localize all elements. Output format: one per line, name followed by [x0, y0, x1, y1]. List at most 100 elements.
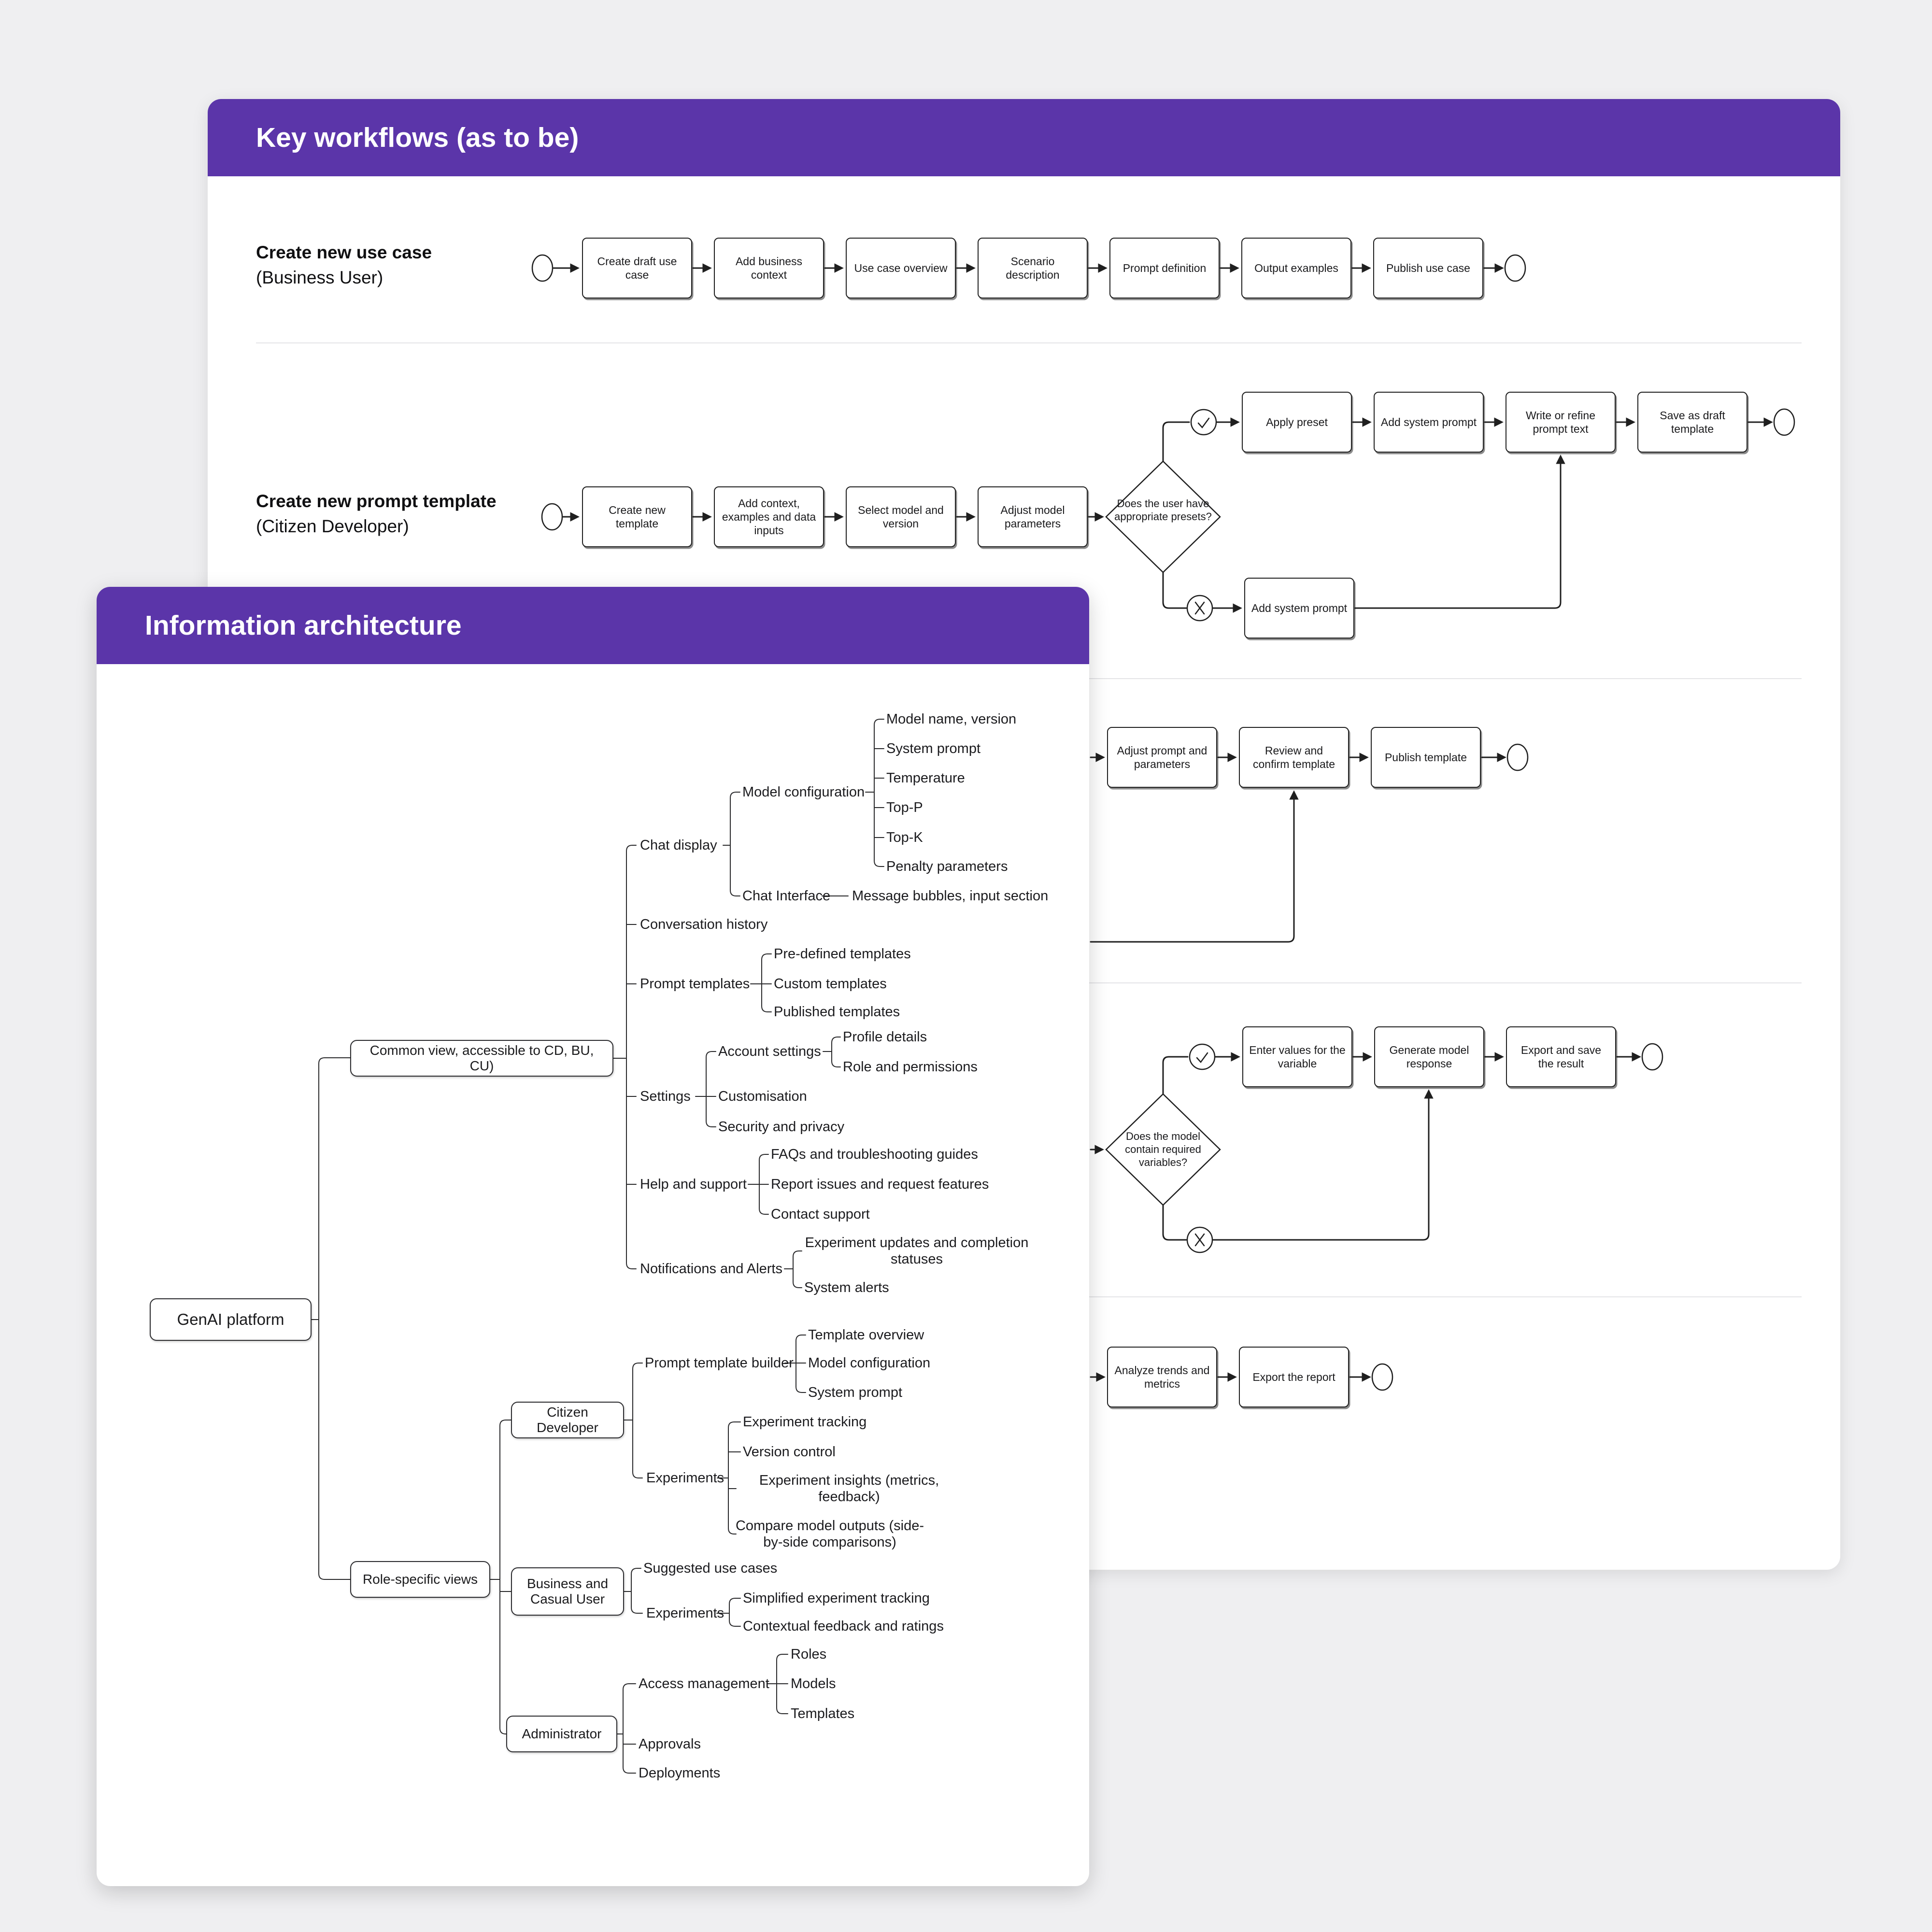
ia-leaf-system-alerts: System alerts [804, 1280, 889, 1295]
ia-leaf-contact-support: Contact support [771, 1207, 870, 1222]
ia-leaf-suggested-use-cases: Suggested use cases [643, 1561, 778, 1576]
workflow-step: Analyze trends and metrics [1107, 1347, 1217, 1407]
workflow-step: Adjust model parameters [978, 486, 1088, 547]
ia-leaf-message-bubbles: Message bubbles, input section [852, 888, 1049, 904]
decision-diamond [1105, 460, 1221, 573]
workflow-step: Publish template [1371, 727, 1481, 788]
row-label-prompt-template: Create new prompt template (Citizen Deve… [256, 489, 497, 539]
ia-leaf-faqs: FAQs and troubleshooting guides [771, 1147, 978, 1162]
row-label-title: Create new use case [256, 242, 432, 262]
workflow-step: Publish use case [1373, 238, 1483, 298]
check-icon [1190, 409, 1217, 436]
workflow-step: Select model and version [846, 486, 956, 547]
information-architecture-header: Information architecture [97, 587, 1089, 664]
tree-node-role-specific: Role-specific views [350, 1561, 490, 1598]
ia-leaf-security-privacy: Security and privacy [718, 1119, 845, 1135]
ia-leaf-top-p: Top-P [886, 800, 923, 815]
ia-leaf-conversation-history: Conversation history [640, 917, 768, 932]
ia-leaf-published-templates: Published templates [774, 1004, 900, 1020]
workflow-step: Create new template [582, 486, 692, 547]
tree-node-citizen-developer: Citizen Developer [511, 1402, 624, 1438]
ia-leaf-chat-interface: Chat Interface [742, 888, 831, 904]
workflow-step: Enter values for the variable [1242, 1026, 1352, 1087]
tree-node-root: GenAI platform [150, 1298, 312, 1341]
check-icon [1189, 1043, 1216, 1070]
start-event-icon [541, 503, 563, 531]
ia-leaf-compare-outputs: Compare model outputs (side-by-side comp… [735, 1518, 924, 1550]
ia-leaf-help-support: Help and support [640, 1177, 747, 1192]
ia-leaf-temperature: Temperature [886, 770, 965, 786]
workflow-step: Prompt definition [1109, 238, 1220, 298]
decision-diamond [1105, 1093, 1221, 1206]
ia-leaf-custom-templates: Custom templates [774, 976, 887, 992]
end-event-icon [1773, 408, 1795, 436]
start-event-icon [531, 254, 554, 282]
ia-leaf-roles: Roles [791, 1647, 827, 1662]
row-label-title: Create new prompt template [256, 491, 497, 511]
decision-label: Does the user have appropriate presets? [1114, 497, 1212, 523]
tree-node-administrator: Administrator [506, 1716, 617, 1752]
ia-leaf-system-prompt: System prompt [886, 741, 980, 756]
information-architecture-layer: GenAI platform Common view, accessible t… [97, 587, 1089, 1886]
tree-node-business-casual-user: Business and Casual User [511, 1567, 624, 1616]
ia-leaf-prompt-template-builder: Prompt template builder [645, 1355, 794, 1371]
ia-leaf-settings: Settings [640, 1089, 691, 1104]
key-workflows-header: Key workflows (as to be) [208, 99, 1840, 176]
ia-leaf-account-settings: Account settings [718, 1044, 821, 1059]
end-event-icon [1371, 1363, 1393, 1391]
ia-leaf-predefined-templates: Pre-defined templates [774, 946, 911, 962]
workflow-step: Add business context [714, 238, 824, 298]
workflow-step: Add system prompt [1374, 392, 1484, 453]
workflow-step: Adjust prompt and parameters [1107, 727, 1217, 788]
information-architecture-title: Information architecture [145, 610, 462, 641]
workflow-step: Save as draft template [1637, 392, 1747, 453]
x-glyph-icon [1194, 601, 1205, 615]
ia-leaf-experiment-tracking: Experiment tracking [743, 1414, 867, 1430]
key-workflows-title: Key workflows (as to be) [256, 122, 579, 153]
ia-leaf-notifications: Notifications and Alerts [640, 1261, 782, 1277]
ia-leaf-template-overview: Template overview [808, 1327, 924, 1343]
ia-leaf-contextual-feedback: Contextual feedback and ratings [743, 1619, 944, 1634]
workflow-step: Export the report [1239, 1347, 1349, 1407]
ia-leaf-top-k: Top-K [886, 830, 923, 845]
check-glyph-icon [1197, 417, 1210, 428]
row-label-actor: (Business User) [256, 268, 384, 287]
decision-label: Does the model contain required variable… [1125, 1130, 1201, 1168]
tree-connectors [311, 719, 884, 1774]
row-label-actor: (Citizen Developer) [256, 516, 409, 536]
end-event-icon [1506, 743, 1529, 771]
ia-leaf-experiment-insights: Experiment insights (metrics, feedback) [759, 1473, 939, 1505]
end-event-icon [1504, 254, 1526, 282]
gateway-glyphs [1194, 417, 1210, 1247]
ia-leaf-models: Models [791, 1676, 836, 1691]
x-glyph-icon [1194, 1233, 1205, 1247]
information-architecture-card: Information architecture [97, 587, 1089, 1886]
ia-leaf-version-control: Version control [743, 1444, 836, 1460]
workflow-step: Scenario description [978, 238, 1088, 298]
ia-leaf-report-issues: Report issues and request features [771, 1177, 989, 1192]
ia-leaf-profile-details: Profile details [843, 1029, 927, 1045]
workflow-step: Generate model response [1374, 1026, 1484, 1087]
tree-node-common-view: Common view, accessible to CD, BU, CU) [350, 1040, 613, 1077]
workflow-step: Output examples [1241, 238, 1351, 298]
flow-arrows [553, 263, 1773, 1382]
ia-leaf-role-permissions: Role and permissions [843, 1059, 978, 1075]
ia-leaf-model-configuration: Model configuration [742, 784, 865, 800]
ia-leaf-model-name-version: Model name, version [886, 711, 1017, 727]
ia-leaf-simplified-tracking: Simplified experiment tracking [743, 1591, 930, 1606]
workflow-step: Apply preset [1242, 392, 1352, 453]
ia-leaf-prompt-templates: Prompt templates [640, 976, 750, 992]
ia-leaf-deployments: Deployments [639, 1765, 721, 1781]
event-shapes [531, 254, 1795, 1391]
ia-leaf-templates: Templates [791, 1706, 855, 1721]
ia-leaf-penalty-parameters: Penalty parameters [886, 859, 1008, 874]
end-event-icon [1641, 1043, 1663, 1071]
workflow-step: Add context, examples and data inputs [714, 486, 824, 547]
workflow-step: Export and save the result [1506, 1026, 1616, 1087]
check-glyph-icon [1196, 1052, 1208, 1063]
workflow-step: Create draft use case [582, 238, 692, 298]
ia-leaf-experiments-cd: Experiments [646, 1470, 724, 1486]
workflow-step: Use case overview [846, 238, 956, 298]
workflow-step: Add system prompt [1244, 578, 1354, 639]
ia-leaf-ptb-system-prompt: System prompt [808, 1385, 902, 1400]
